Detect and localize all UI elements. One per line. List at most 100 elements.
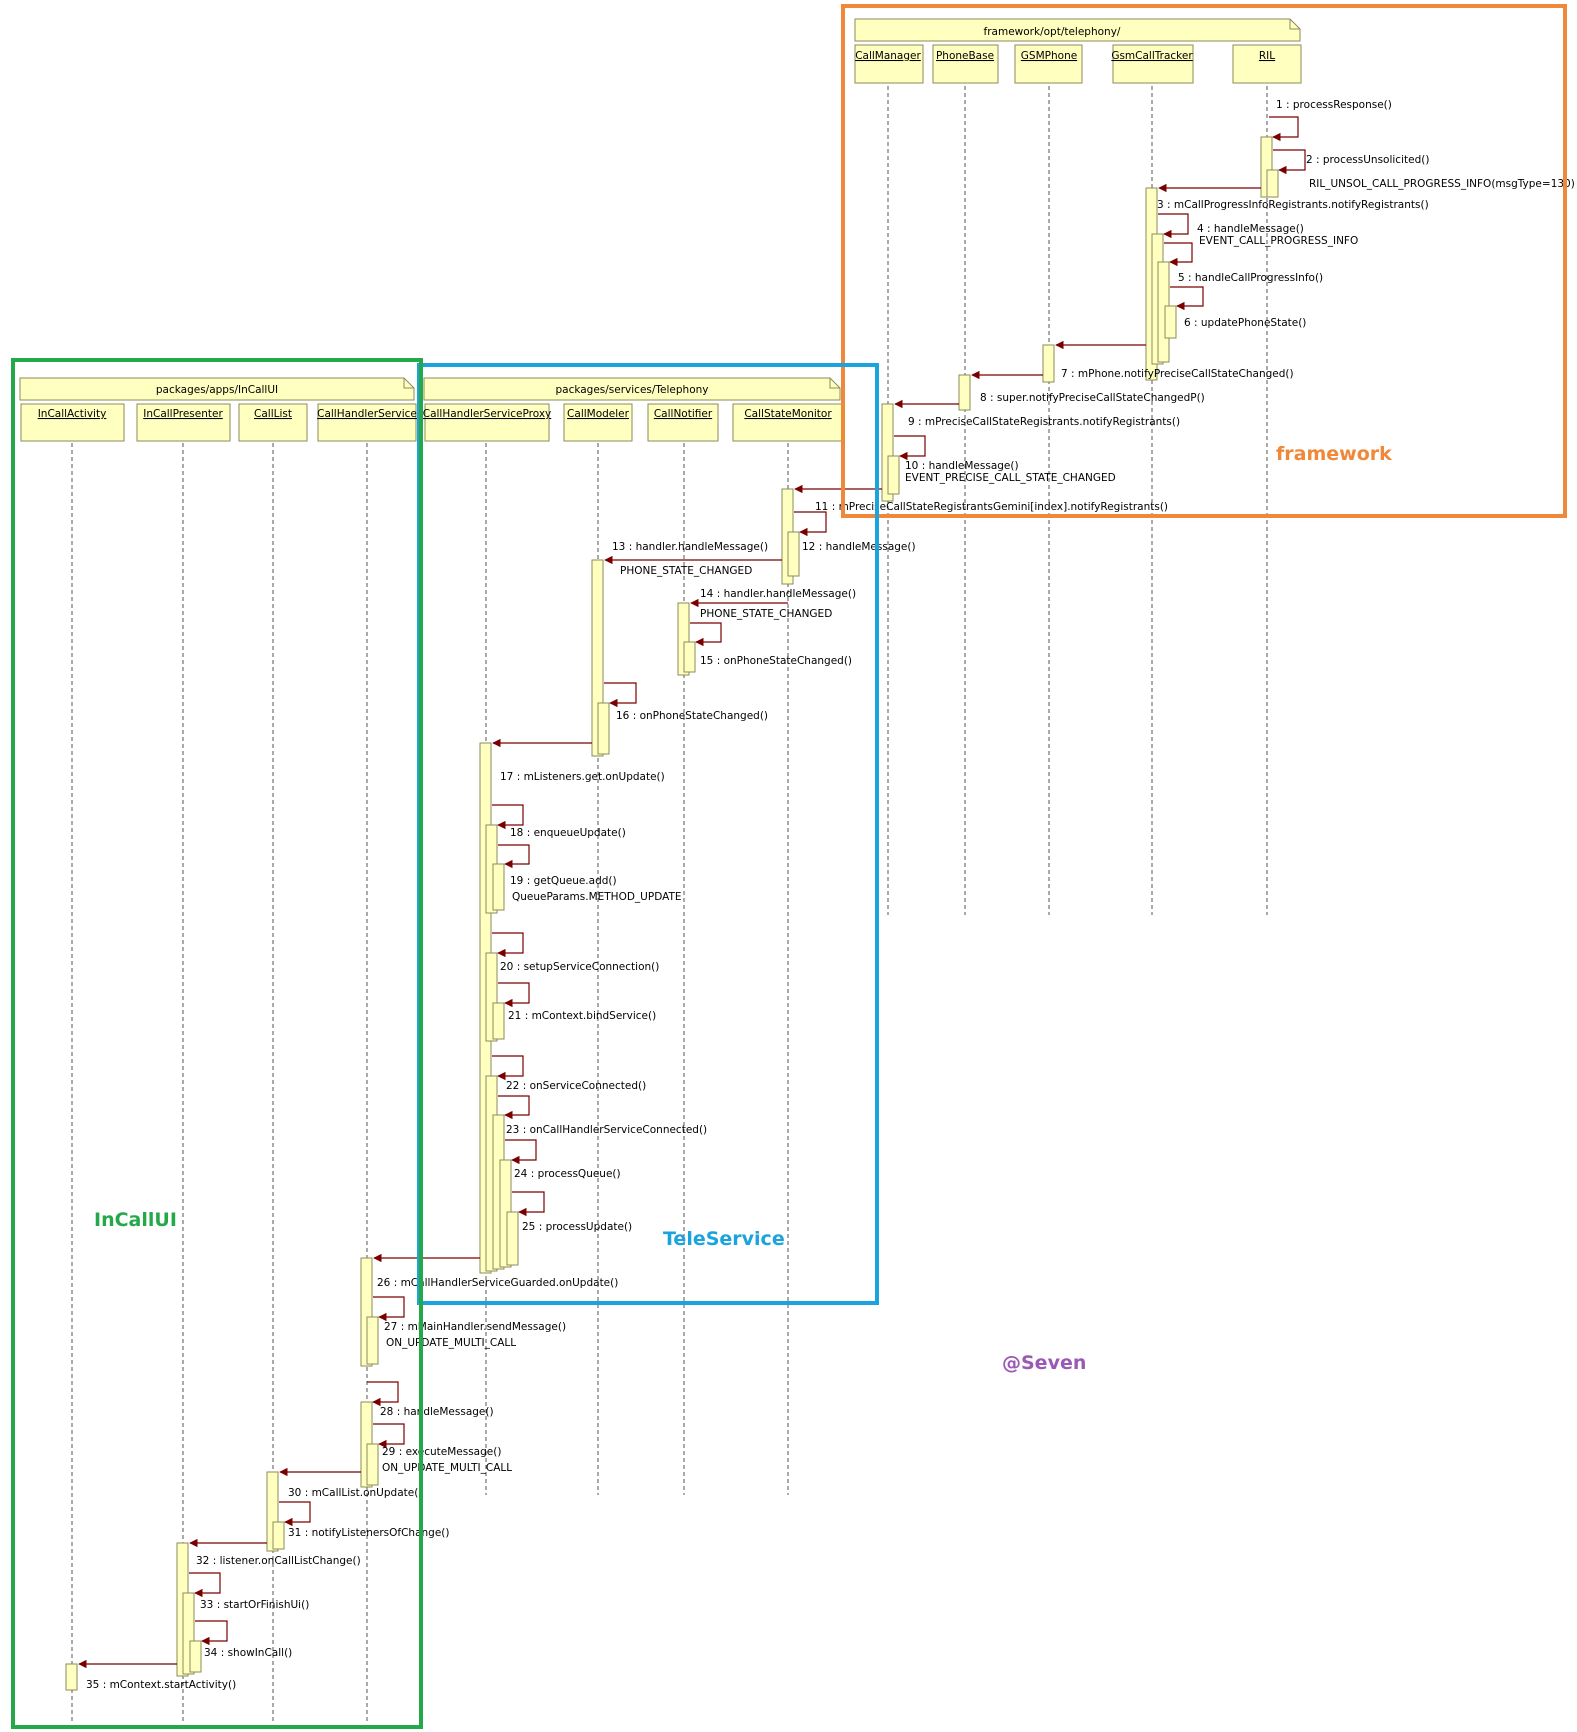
- activation-callnotifier-1: [677, 602, 690, 676]
- incallui-region-label: InCallUI: [94, 1209, 177, 1231]
- head-label-callstatemonitor: CallStateMonitor: [744, 408, 832, 420]
- activation-proxy-3: [492, 863, 505, 911]
- msg-25: 25 : processUpdate(): [522, 1221, 632, 1233]
- arrow-12: [794, 511, 827, 537]
- head-label-callmanager: CallManager: [855, 50, 921, 62]
- msg-14: 14 : handler.handleMessage(): [700, 588, 856, 600]
- activation-callstatemonitor-2: [787, 531, 800, 577]
- activation-callmodeler-2: [597, 702, 610, 755]
- head-label-callhandlerservice: CallHandlerService: [317, 408, 417, 420]
- msg-10: 10 : handleMessage(): [905, 460, 1019, 472]
- activation-incallactivity-1: [65, 1663, 78, 1691]
- msg-7: 7 : mPhone.notifyPreciseCallStateChanged…: [1061, 368, 1294, 380]
- arrow-18: [492, 804, 524, 830]
- msg-8: 8 : super.notifyPreciseCallStateChangedP…: [980, 392, 1205, 404]
- arrow-25: [512, 1191, 545, 1217]
- package-telephony: [423, 377, 841, 401]
- activation-callmanager-1: [881, 403, 894, 502]
- head-callnotifier: [647, 403, 719, 442]
- arrow-24: [505, 1139, 537, 1165]
- msg-18: 18 : enqueueUpdate(): [510, 827, 626, 839]
- framework-region-label: framework: [1276, 443, 1392, 465]
- arrow-6: [1170, 286, 1204, 311]
- activation-gsmphone-1: [1042, 344, 1055, 383]
- msg-29-arg: ON_UPDATE_MULTI_CALL: [382, 1462, 512, 1474]
- msg-23: 23 : onCallHandlerServiceConnected(): [506, 1124, 707, 1136]
- msg-13: 13 : handler.handleMessage(): [612, 541, 768, 553]
- msg-2-arg: RIL_UNSOL_CALL_PROGRESS_INFO(msgType=130…: [1309, 178, 1575, 190]
- activation-ril-2: [1266, 169, 1279, 198]
- msg-35: 35 : mContext.startActivity(): [86, 1679, 236, 1691]
- head-label-callnotifier: CallNotifier: [654, 408, 713, 420]
- msg-21: 21 : mContext.bindService(): [508, 1010, 656, 1022]
- activation-callmanager-2: [887, 455, 900, 495]
- msg-27: 27 : mMainHandler.sendMessage(): [384, 1321, 566, 1333]
- msg-30: 30 : mCallList.onUpdate(): [288, 1487, 422, 1499]
- activation-proxy-9: [506, 1211, 519, 1266]
- msg-16: 16 : onPhoneStateChanged(): [616, 710, 768, 722]
- activation-callnotifier-2: [683, 641, 696, 673]
- msg-1: 1 : processResponse(): [1276, 99, 1392, 111]
- head-label-incallactivity: InCallActivity: [38, 408, 107, 420]
- package-incallui: [19, 377, 415, 401]
- msg-20: 20 : setupServiceConnection(): [500, 961, 659, 973]
- message-labels: 1 : processResponse() 2 : processUnsolic…: [86, 99, 1575, 1691]
- package-incallui-label: packages/apps/InCallUI: [156, 384, 278, 396]
- lifeline-lines: [71, 86, 1268, 1722]
- region-frames: [11, 4, 1567, 1729]
- package-framework: [854, 18, 1301, 42]
- message-arrows: [78, 116, 1306, 1669]
- msg-2: 2 : processUnsolicited(): [1306, 154, 1429, 166]
- head-label-callmodeler: CallModeler: [567, 408, 630, 420]
- head-callstatemonitor: [732, 403, 844, 442]
- activation-calllist-2: [272, 1521, 285, 1550]
- activation-gsmcalltracker-4: [1164, 305, 1177, 339]
- msg-4-arg: EVENT_CALL_PROGRESS_INFO: [1199, 235, 1358, 247]
- msg-12: 12 : handleMessage(): [802, 541, 916, 553]
- head-label-phonebase: PhoneBase: [936, 50, 994, 62]
- package-frames: framework/opt/telephony/ packages/servic…: [19, 18, 1301, 401]
- msg-17: 17 : mListeners.get.onUpdate(): [500, 771, 665, 783]
- msg-10-arg: EVENT_PRECISE_CALL_STATE_CHANGED: [905, 472, 1116, 484]
- head-label-calllist: CallList: [254, 408, 292, 420]
- arrow-15: [690, 622, 722, 647]
- msg-15: 15 : onPhoneStateChanged(): [700, 655, 852, 667]
- head-calllist: [238, 403, 308, 442]
- head-incallactivity: [20, 403, 125, 442]
- msg-3: 3 : mCallProgressInfoRegistrants.notifyR…: [1157, 199, 1429, 211]
- msg-31: 31 : notifyListenersOfChange(): [288, 1527, 449, 1539]
- head-label-ril: RIL: [1259, 50, 1275, 62]
- arrow-27: [373, 1296, 405, 1322]
- head-callmanager: [854, 44, 924, 84]
- activation-callmodeler-1: [591, 559, 604, 757]
- head-label-callhandlerserviceproxy: CallHandlerServiceProxy: [423, 408, 552, 420]
- msg-26: 26 : mCallHandlerServiceGuarded.onUpdate…: [377, 1277, 618, 1289]
- msg-6: 6 : updatePhoneState(): [1184, 317, 1306, 329]
- activation-phonebase-1: [958, 374, 971, 411]
- msg-28: 28 : handleMessage(): [380, 1406, 494, 1418]
- activation-incallpresenter-2: [182, 1592, 195, 1675]
- arrow-2: [1273, 149, 1306, 175]
- arrow-19: [498, 844, 530, 869]
- head-callmodeler: [563, 403, 633, 442]
- head-phonebase: [932, 44, 999, 84]
- msg-13-arg: PHONE_STATE_CHANGED: [620, 565, 752, 577]
- arrow-29: [373, 1423, 405, 1449]
- activation-bars: [65, 136, 1279, 1691]
- arrow-1: [1269, 116, 1299, 142]
- activation-callhandlerservice-4: [366, 1443, 379, 1486]
- arrow-33: [189, 1572, 221, 1598]
- package-telephony-label: packages/services/Telephony: [555, 384, 708, 396]
- arrow-34: [195, 1620, 228, 1646]
- head-callhandlerserviceproxy: [424, 403, 550, 442]
- msg-4: 4 : handleMessage(): [1197, 223, 1304, 235]
- framework-region-frame: [841, 4, 1567, 518]
- msg-29: 29 : executeMessage(): [382, 1446, 501, 1458]
- arrow-23: [498, 1095, 530, 1120]
- activation-callhandlerservice-2: [366, 1316, 379, 1365]
- msg-27-arg: ON_UPDATE_MULTI_CALL: [386, 1337, 516, 1349]
- head-label-gsmcalltracker: GsmCallTracker: [1111, 50, 1193, 62]
- msg-11: 11 : mPreciseCallStateRegistrantsGemini[…: [815, 501, 1168, 513]
- arrow-28: [367, 1381, 399, 1407]
